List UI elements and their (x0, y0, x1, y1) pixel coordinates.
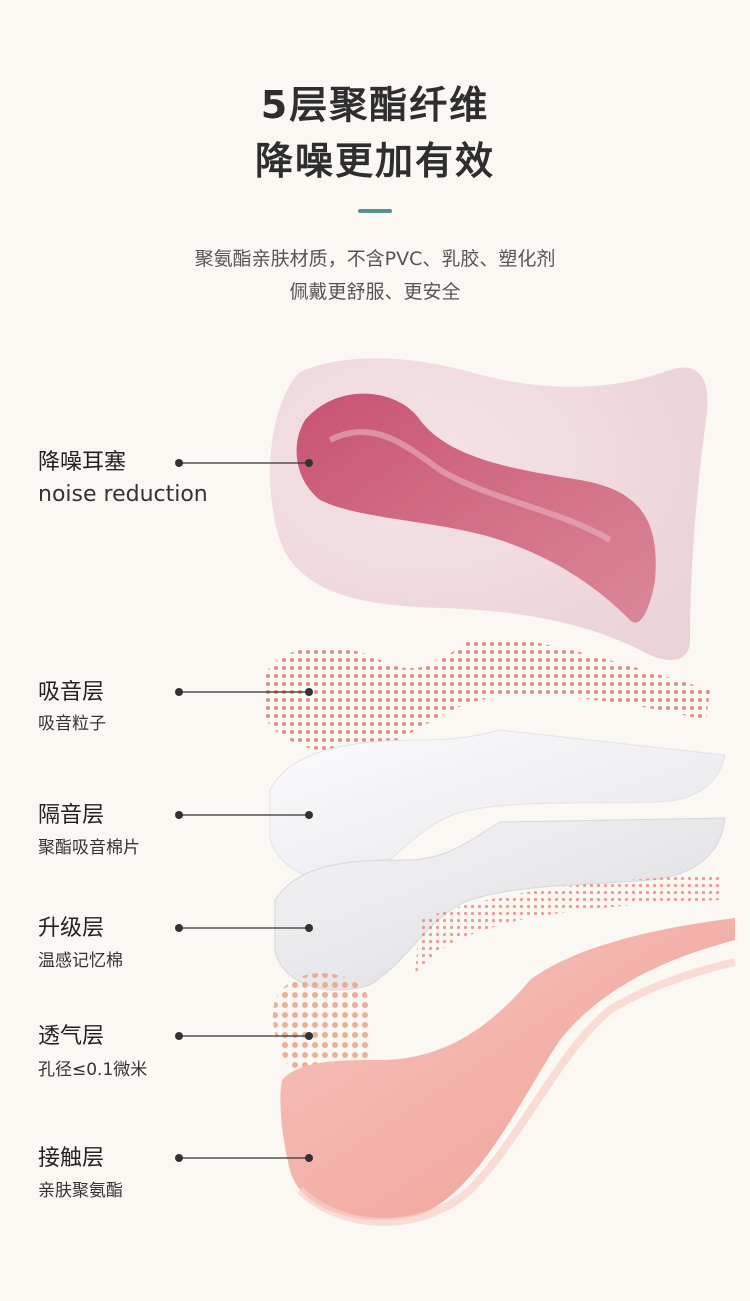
absorbing-layer-image (262, 638, 710, 753)
callout-dots (175, 459, 313, 1162)
earplug-image (270, 358, 708, 661)
layer-detail-contact: 亲肤聚氨酯 (38, 1181, 123, 1201)
subtitle-line-2: 佩戴更舒服、更安全 (289, 281, 461, 303)
layer-label-insulation: 隔音层 (38, 803, 105, 828)
layer-label-earplug: 降噪耳塞 (38, 450, 127, 475)
layer-detail-earplug: noise reduction (38, 482, 208, 507)
layer-detail-upgrade: 温感记忆棉 (38, 951, 123, 971)
layer-label-upgrade: 升级层 (38, 916, 105, 941)
subtitle-line-1: 聚氨酯亲肤材质，不含PVC、乳胶、塑化剂 (194, 248, 556, 270)
page-title-line-2: 降噪更加有效 (254, 139, 495, 183)
callout-lines (180, 462, 308, 1159)
contact-layer-image (280, 918, 735, 1220)
layer-detail-absorbing: 吸音粒子 (38, 714, 106, 734)
page-title-line-1: 5层聚酯纤维 (260, 83, 490, 127)
layer-detail-insulation: 聚酯吸音棉片 (38, 838, 140, 858)
layer-label-contact: 接触层 (38, 1146, 105, 1171)
layer-detail-breathable: 孔径≤0.1微米 (38, 1060, 148, 1080)
layer-label-breathable: 透气层 (38, 1024, 105, 1049)
accent-divider (358, 209, 392, 213)
layer-label-absorbing: 吸音层 (38, 680, 105, 705)
